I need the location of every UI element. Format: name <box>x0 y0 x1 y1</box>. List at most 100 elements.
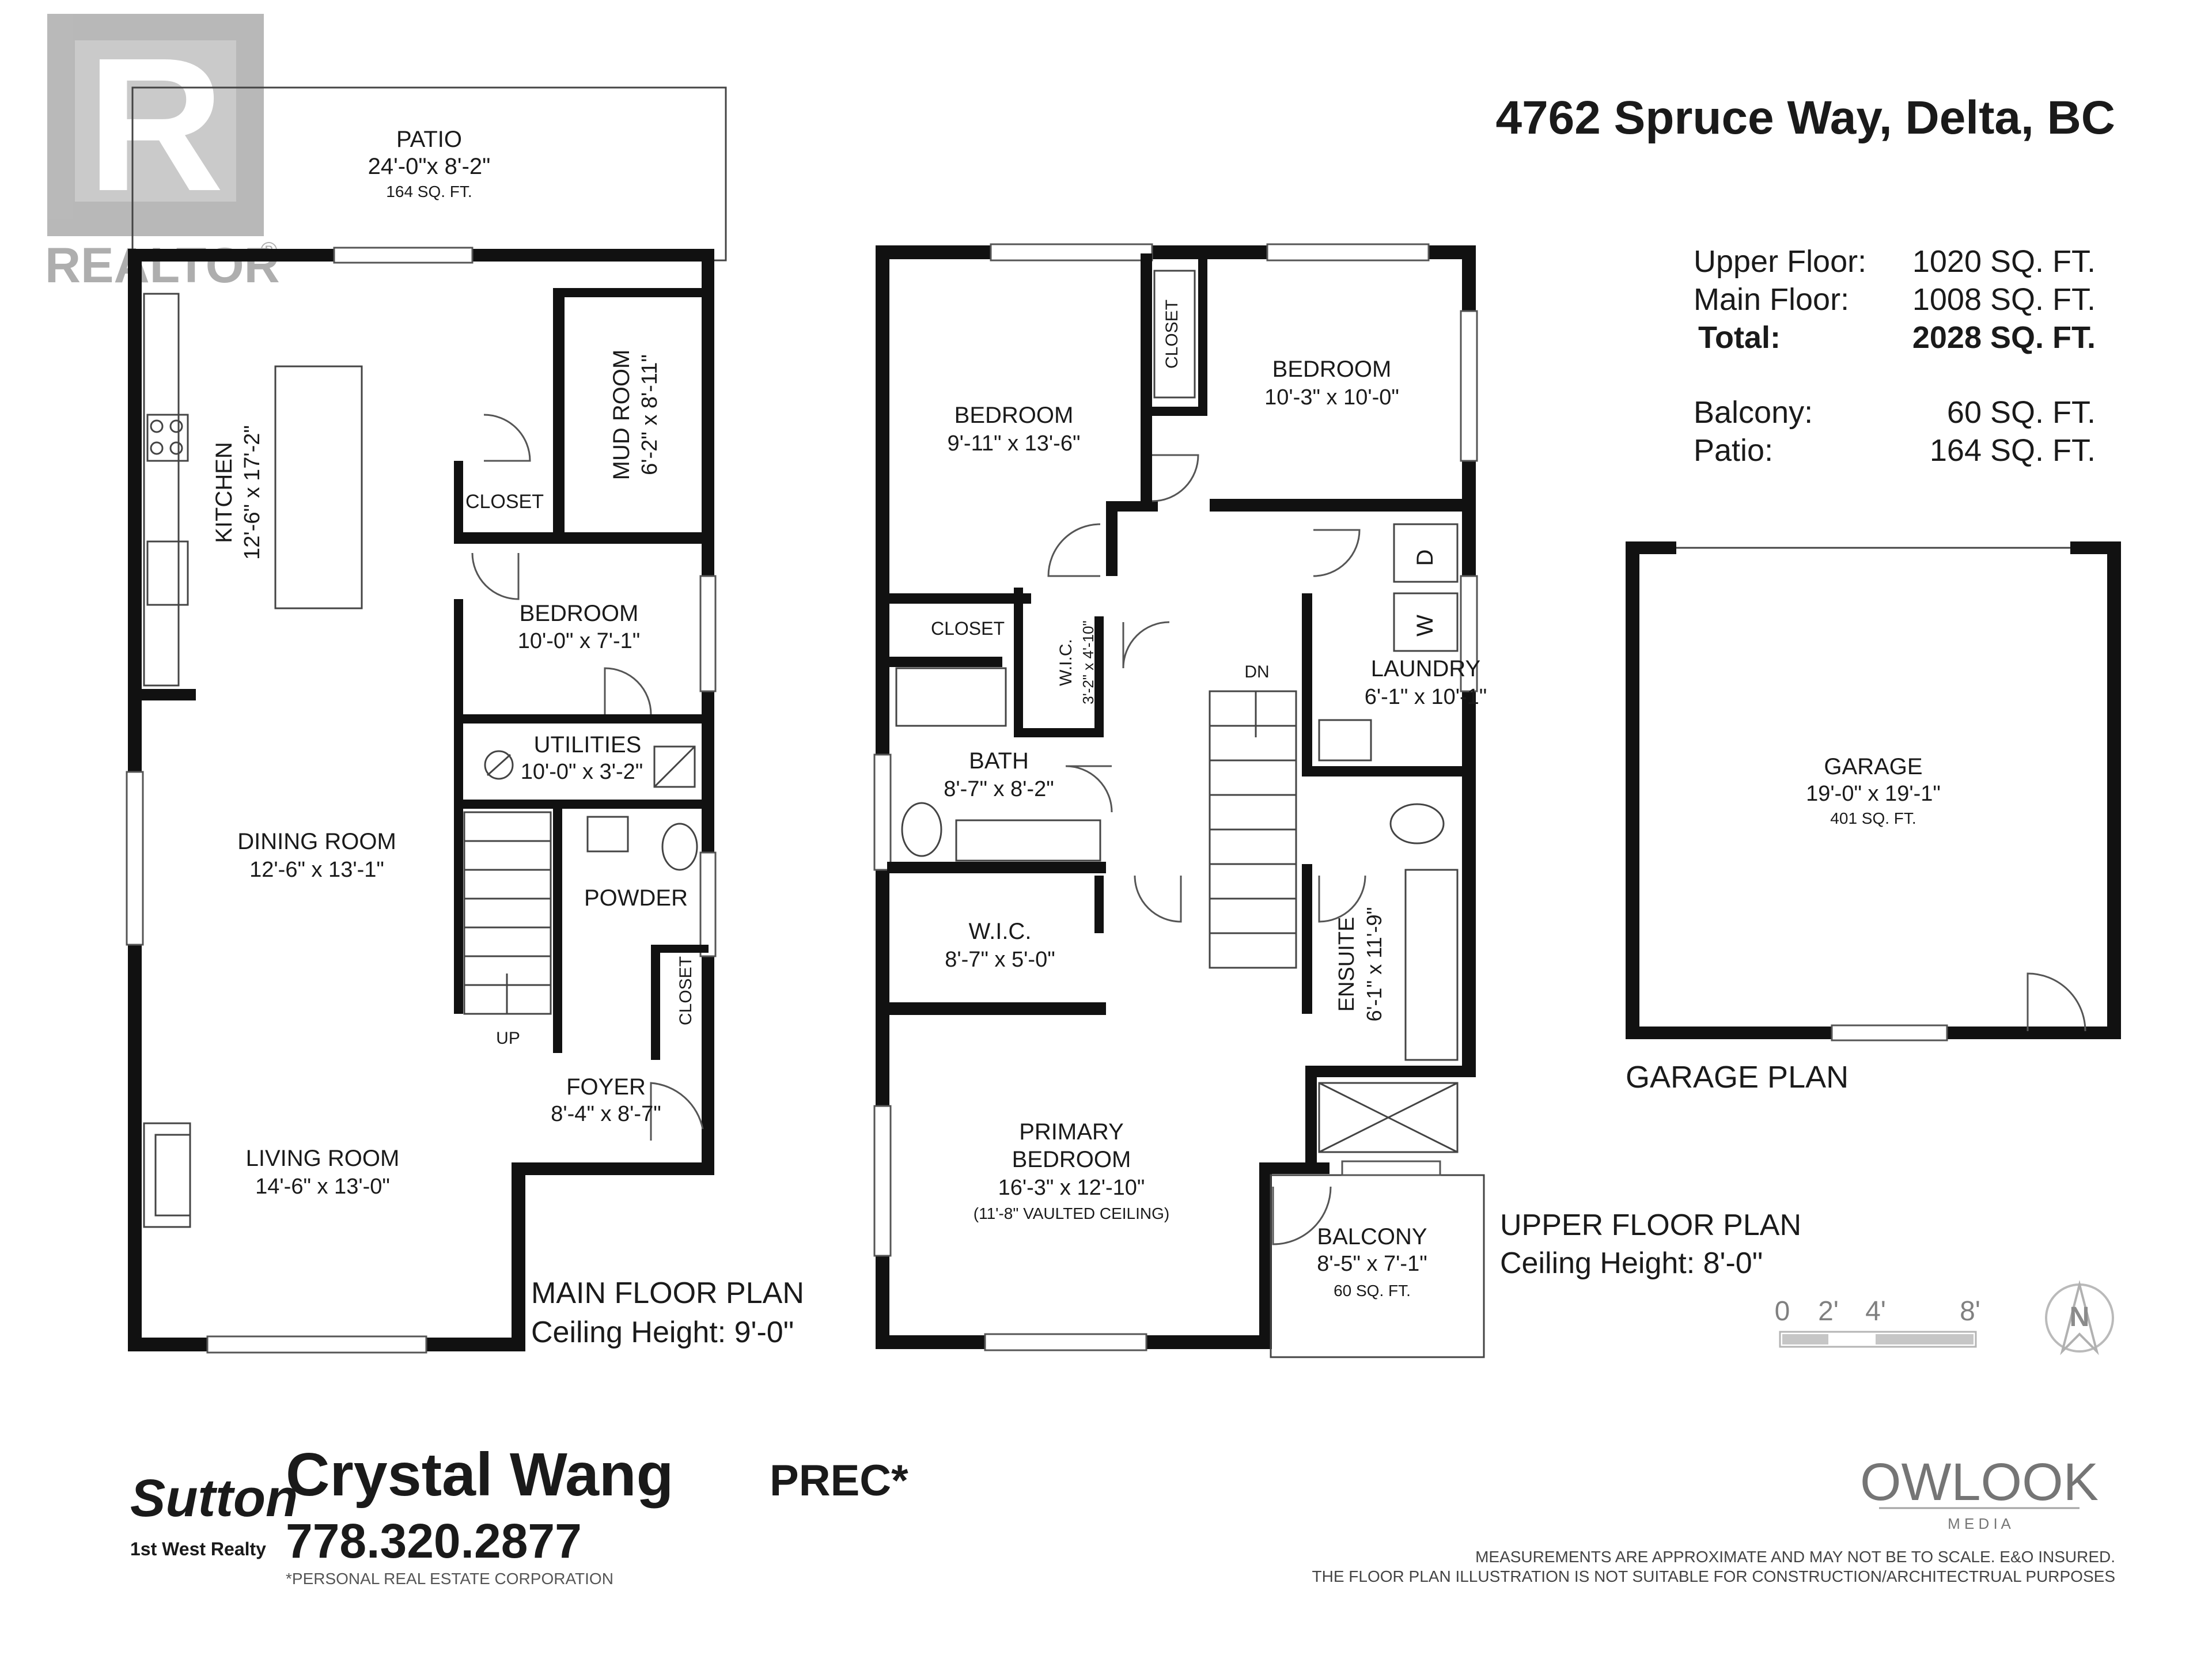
mud-room-name: MUD ROOM <box>609 350 634 480</box>
closet-main-1: CLOSET <box>465 491 544 513</box>
kitchen-sink <box>146 540 189 606</box>
kitchen-name: KITCHEN <box>211 442 237 543</box>
garage-plan: GARAGE 19'-0" x 19'-1" 401 SQ. FT. GARAG… <box>1626 541 2121 1094</box>
area-value-total: 2028 SQ. FT. <box>1912 320 2096 355</box>
property-address: 4762 Spruce Way, Delta, BC <box>1495 92 2115 144</box>
ensuite-shower <box>1318 1082 1459 1153</box>
north-label: N <box>2070 1302 2090 1332</box>
living-dims: 14'-6" x 13'-0" <box>255 1175 390 1199</box>
upper-floor-ceiling: Ceiling Height: 8'-0" <box>1500 1247 1763 1280</box>
area-value-upper: 1020 SQ. FT. <box>1912 244 2096 279</box>
upper-bedroom-2-name: BEDROOM <box>1272 357 1392 382</box>
scale-tick-0: 0 <box>1775 1296 1790 1327</box>
upper-closet-vertical: CLOSET <box>1162 300 1181 369</box>
bathtub <box>895 667 1007 727</box>
patio-dims: 24'-0"x 8'-2" <box>368 154 491 179</box>
area-label-main: Main Floor: <box>1694 282 1849 317</box>
dining-name: DINING ROOM <box>237 829 396 854</box>
owlook-name: OWLOOK <box>1860 1453 2099 1512</box>
brokerage-logo[interactable]: Sutton 1st West Realty <box>130 1469 298 1559</box>
disclaimer-line-1: MEASUREMENTS ARE APPROXIMATE AND MAY NOT… <box>1475 1548 2115 1566</box>
main-floor-ceiling: Ceiling Height: 9'-0" <box>531 1316 794 1349</box>
primary-dims: 16'-3" x 12'-10" <box>998 1176 1145 1200</box>
main-bedroom-name: BEDROOM <box>520 601 639 626</box>
upper-floor-title: UPPER FLOOR PLAN <box>1500 1209 1801 1242</box>
realtor-logo[interactable]: R REALTOR ® <box>45 14 280 293</box>
area-label-balcony: Balcony: <box>1694 395 1813 430</box>
main-stairs <box>463 811 552 1015</box>
brokerage-sub: 1st West Realty <box>130 1539 266 1559</box>
wic-small-name: W.I.C. <box>1056 639 1075 686</box>
dryer-icon <box>1393 523 1459 583</box>
patio-area: 164 SQ. FT. <box>386 183 472 200</box>
owlook-logo[interactable]: OWLOOK M E D I A <box>1860 1453 2099 1532</box>
upper-bedroom-1-dims: 9'-11" x 13'-6" <box>948 431 1081 456</box>
balcony-dims: 8'-5" x 7'-1" <box>1317 1252 1427 1276</box>
garage-dims: 19'-0" x 19'-1" <box>1806 782 1941 806</box>
closet-main-2: CLOSET <box>676 956 695 1025</box>
agent-footnote: *PERSONAL REAL ESTATE CORPORATION <box>286 1570 613 1588</box>
patio-name: PATIO <box>396 127 462 152</box>
owlook-sub: M E D I A <box>1948 1515 2011 1532</box>
main-bedroom-dims: 10'-0" x 7'-1" <box>518 629 641 653</box>
bath-name: BATH <box>969 748 1029 774</box>
upper-closet-horizontal: CLOSET <box>931 618 1005 639</box>
garage-title: GARAGE PLAN <box>1626 1060 1849 1094</box>
agent-phone[interactable]: 778.320.2877 <box>286 1514 582 1568</box>
wic-small-dims: 3'-2" x 4'-10" <box>1080 620 1097 704</box>
area-label-patio: Patio: <box>1694 433 1773 468</box>
main-stair-up: UP <box>496 1029 520 1048</box>
ensuite-dims: 6'-1" x 11'-9" <box>1362 907 1386 1022</box>
bath-dims: 8'-7" x 8'-2" <box>944 777 1054 801</box>
upper-bedroom-2-dims: 10'-3" x 10'-0" <box>1264 385 1399 410</box>
upper-stair-dn: DN <box>1244 662 1269 681</box>
agent-designation: PREC* <box>770 1456 908 1505</box>
cooktop <box>146 414 189 462</box>
living-name: LIVING ROOM <box>246 1146 400 1171</box>
primary-note: (11'-8" VAULTED CEILING) <box>974 1205 1169 1222</box>
primary-name: PRIMARY <box>1019 1119 1124 1145</box>
washer-label: W <box>1412 615 1438 637</box>
kitchen-dims: 12'-6" x 17'-2" <box>240 425 264 560</box>
brokerage-logo-text: Sutton <box>130 1469 298 1528</box>
primary-name-2: BEDROOM <box>1012 1147 1131 1172</box>
kitchen-counter <box>143 293 180 687</box>
area-label-upper: Upper Floor: <box>1694 244 1866 279</box>
washer-icon <box>1393 592 1459 652</box>
ensuite-name: ENSUITE <box>1335 917 1359 1012</box>
laundry-name: LAUNDRY <box>1371 656 1480 681</box>
balcony-name: BALCONY <box>1317 1224 1427 1249</box>
area-value-main: 1008 SQ. FT. <box>1912 282 2096 317</box>
area-label-total: Total: <box>1698 320 1781 355</box>
utilities-dims: 10'-0" x 3'-2" <box>521 760 643 784</box>
scale-tick-4: 4' <box>1865 1296 1886 1327</box>
garage-area: 401 SQ. FT. <box>1830 809 1916 827</box>
realtor-logo-text: REALTOR <box>45 238 280 293</box>
main-floor-plan: PATIO 24'-0"x 8'-2" 164 SQ. FT. KITCHEN … <box>126 86 804 1354</box>
foyer-dims: 8'-4" x 8'-7" <box>551 1102 661 1126</box>
scale-bar: 0 2' 4' 8' <box>1775 1296 1980 1348</box>
powder-name: POWDER <box>584 885 688 911</box>
dryer-label: D <box>1412 550 1438 566</box>
wic-dims: 8'-7" x 5'-0" <box>945 948 1055 972</box>
area-value-balcony: 60 SQ. FT. <box>1947 395 2096 430</box>
upper-bedroom-1-name: BEDROOM <box>955 403 1074 428</box>
agent-name: Crystal Wang <box>286 1441 673 1509</box>
kitchen-island <box>274 365 363 609</box>
foyer-name: FOYER <box>566 1074 646 1100</box>
north-arrow-icon: N <box>2045 1280 2114 1355</box>
area-summary-table: Upper Floor: 1020 SQ. FT. Main Floor: 10… <box>1694 244 2096 468</box>
utilities-name: UTILITIES <box>534 732 642 757</box>
area-value-patio: 164 SQ. FT. <box>1930 433 2096 468</box>
laundry-dims: 6'-1" x 10'-1" <box>1365 685 1487 709</box>
main-floor-title: MAIN FLOOR PLAN <box>531 1277 804 1310</box>
scale-tick-8: 8' <box>1960 1296 1980 1327</box>
balcony-area: 60 SQ. FT. <box>1334 1282 1411 1300</box>
disclaimer-line-2: THE FLOOR PLAN ILLUSTRATION IS NOT SUITA… <box>1312 1567 2116 1585</box>
garage-name: GARAGE <box>1824 754 1922 779</box>
mud-room-dims: 6'-2" x 8'-11" <box>638 354 662 475</box>
wic-name: W.I.C. <box>969 919 1032 944</box>
upper-stairs <box>1209 690 1297 969</box>
realtor-logo-symbol: R <box>87 18 224 230</box>
